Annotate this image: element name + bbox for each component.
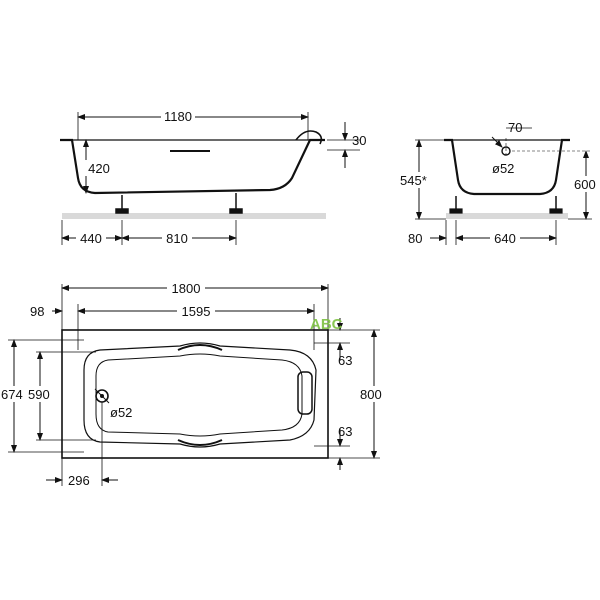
plan-end-margin-label: 98 xyxy=(30,304,44,319)
end-height-star-label: 545* xyxy=(400,173,427,188)
plan-headrest xyxy=(297,371,313,415)
side-feet-spacing-label: 810 xyxy=(166,231,188,246)
side-view xyxy=(60,112,360,245)
end-height-total-label: 600 xyxy=(574,177,596,192)
end-left-foot-label: 80 xyxy=(408,231,422,246)
abc-watermark-logo: ABC xyxy=(310,316,343,333)
plan-basin-outer xyxy=(83,342,317,448)
plan-drain-offset-label: 296 xyxy=(68,473,90,488)
side-offset-label: 440 xyxy=(80,231,102,246)
plan-basin-inner xyxy=(95,353,303,437)
plan-overall-width-label: 800 xyxy=(360,387,382,402)
plan-outer-rim xyxy=(61,329,329,459)
plan-handle-bottom xyxy=(177,439,223,446)
end-drain-diameter-label: ø52 xyxy=(492,161,514,176)
plan-inner-width-a-label: 674 xyxy=(1,387,23,402)
plan-overall-length-label: 1800 xyxy=(172,281,201,296)
end-drain-offset-label: 70 xyxy=(508,120,522,135)
side-depth-label: 420 xyxy=(88,161,110,176)
tub-side-outline xyxy=(60,138,325,195)
tub-end-outline xyxy=(444,138,570,196)
plan-handle-top xyxy=(177,344,223,351)
end-view xyxy=(415,127,592,245)
plan-handle-top-label: 63 xyxy=(338,353,352,368)
headrest-shape xyxy=(295,130,323,145)
side-length-label: 1180 xyxy=(164,109,192,124)
legs xyxy=(115,193,243,214)
plan-drain-diameter-label: ø52 xyxy=(110,405,132,420)
floor-plate xyxy=(62,213,326,219)
plan-inner-width-b-label: 590 xyxy=(28,387,50,402)
plan-inner-length-label: 1595 xyxy=(182,304,211,319)
plan-handle-bottom-label: 63 xyxy=(338,424,352,439)
rim-thickness-label: 30 xyxy=(352,133,366,148)
end-feet-spacing-label: 640 xyxy=(494,231,516,246)
